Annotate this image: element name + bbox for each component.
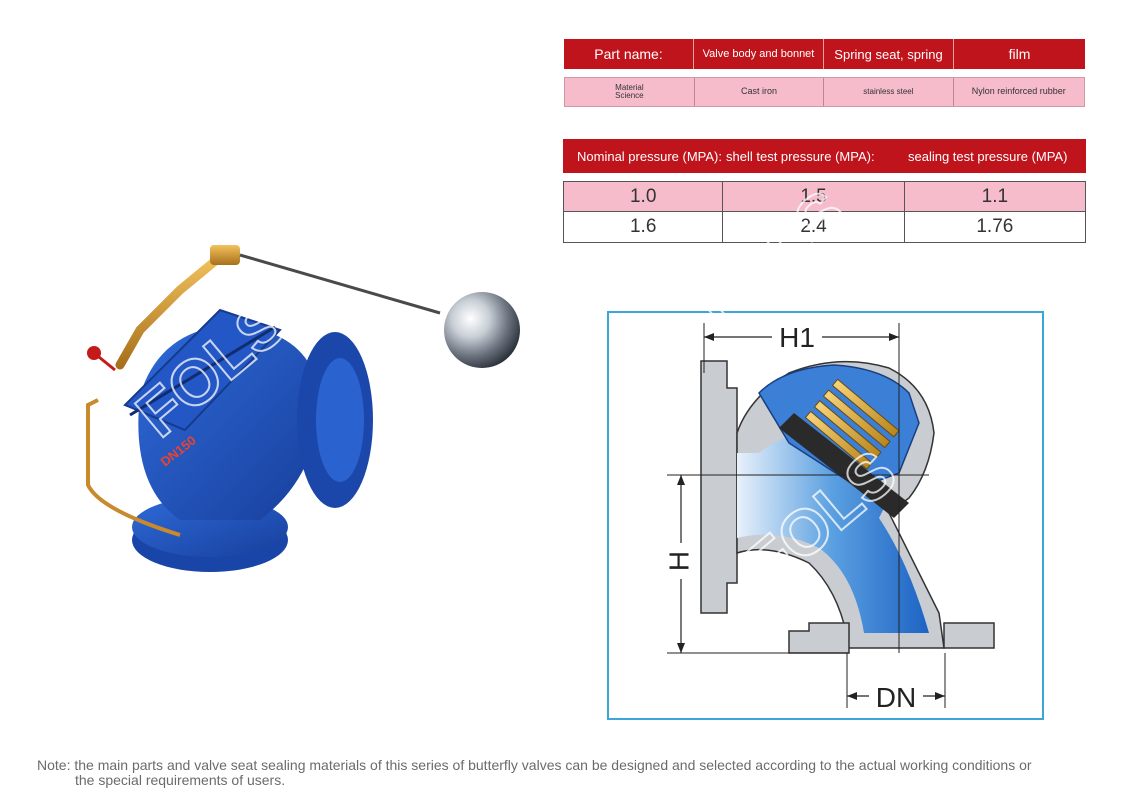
pilot-valve [115,252,225,370]
header-sealing-test: sealing test pressure (MPA) [908,148,1068,164]
label-h1: H1 [779,322,815,353]
materials-table: Part name: Valve body and bonnet Spring … [564,39,1085,107]
header-shell-test: shell test pressure (MPA): [726,148,875,164]
arrow-icon [935,692,945,700]
inlet-flange [700,360,738,614]
diaphragm [779,413,909,518]
arrow-icon [677,643,685,653]
arrow-icon [847,692,857,700]
flow-path [737,432,929,633]
header-part-name: Part name: [564,39,694,69]
outlet-flange [943,622,995,649]
arrow-icon [889,333,899,341]
label-dn: DN [876,682,916,713]
footnote-line-1: Note: the main parts and valve seat seal… [37,757,1032,773]
footnote: Note: the main parts and valve seat seal… [37,758,1097,788]
cell-stainless-steel: stainless steel [824,78,954,106]
h-label-bg [664,543,698,579]
header-spring: Spring seat, spring [824,39,954,69]
dimension-diagram: H1 H DN [607,311,1044,720]
materials-table-header: Part name: Valve body and bonnet Spring … [564,39,1085,69]
pressure-table-header: Nominal pressure (MPA): shell test press… [563,139,1086,173]
cell-sealing: 1.1 [981,185,1009,207]
cell-nominal: 1.6 [564,212,724,242]
pilot-pipe [86,398,181,537]
float-rod [239,253,441,315]
header-nominal-pressure: Nominal pressure (MPA): [577,148,722,164]
cell-nominal: 1.0 [564,182,724,211]
pilot-fitting [210,245,240,265]
arrow-icon [677,475,685,485]
cell-material-science: Material Science [565,78,695,106]
pressure-row: 1.6 2.4 1.76 [563,212,1086,243]
cell-cast-iron: Cast iron [695,78,825,106]
cell-shell: 1.5 [723,182,905,211]
pressure-table: Nominal pressure (MPA): shell test press… [563,139,1086,243]
pressure-row: 1.0 1.5 1.1 [563,181,1086,212]
h1-label-bg [772,319,822,353]
label-h: H [663,551,694,571]
handwheel-stem [93,351,116,372]
outlet-flange [788,622,850,654]
footnote-line-2: the special requirements of users. [75,772,286,788]
valve-photo: DN150 [86,245,520,572]
header-film: film [1008,46,1031,62]
cell-shell: 2.4 [723,212,905,242]
dn-label-bg [869,680,923,712]
arrow-icon [704,333,714,341]
header-body-bonnet: Valve body and bonnet [694,39,824,69]
bonnet-seam [129,325,276,417]
side-flange-bore [316,358,364,482]
cell-sealing: 1.76 [976,216,1014,237]
float-ball [444,292,520,368]
cell-nylon-rubber: Nylon reinforced rubber [971,86,1066,97]
materials-table-row: Material Science Cast iron stainless ste… [564,77,1085,107]
dimension-drawing: H1 H DN [663,319,995,713]
